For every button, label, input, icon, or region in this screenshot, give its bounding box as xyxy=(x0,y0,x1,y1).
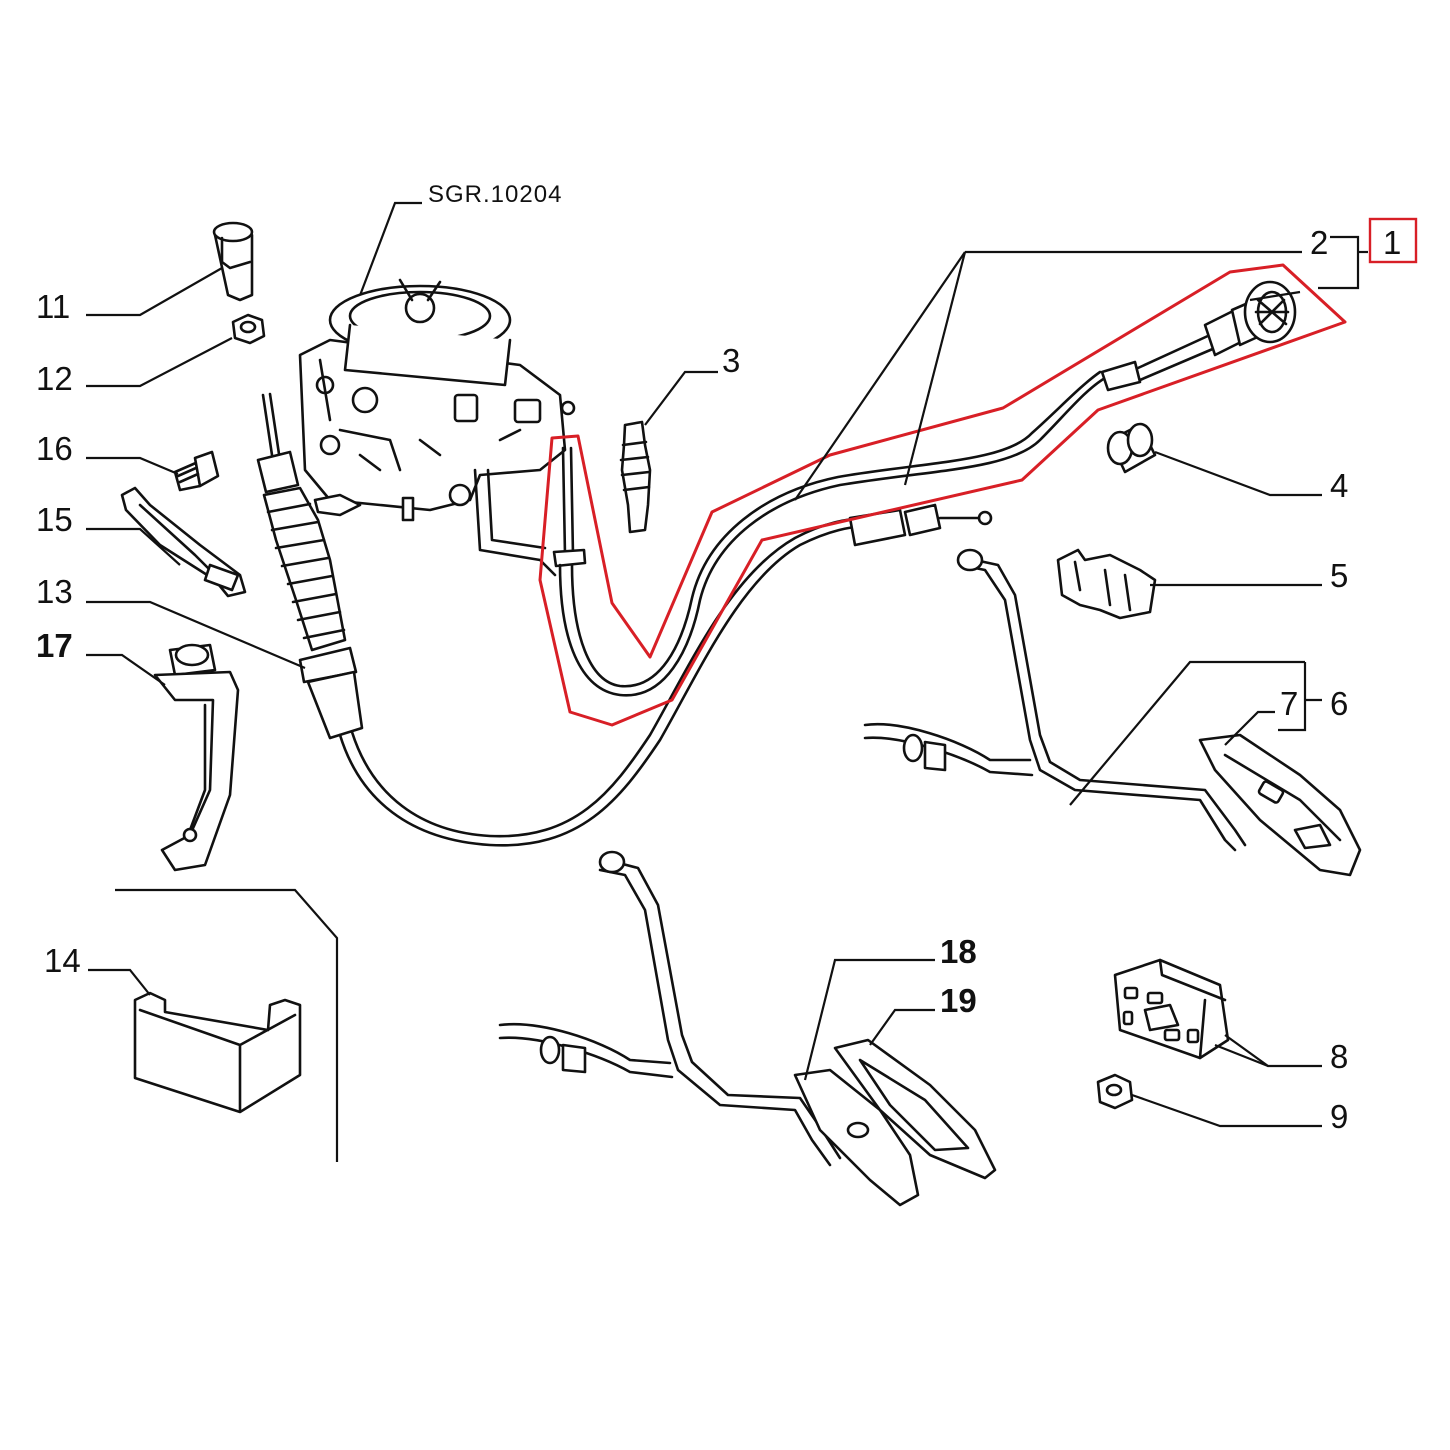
leader-9 xyxy=(1131,1093,1322,1128)
leader-2-a xyxy=(794,251,966,501)
leader-14 xyxy=(88,968,151,996)
label-19: 19 xyxy=(940,982,977,1019)
label-2: 2 xyxy=(1310,224,1328,261)
label-12: 12 xyxy=(36,360,73,397)
leader-17 xyxy=(86,653,166,686)
label-3: 3 xyxy=(722,342,740,379)
label-16: 16 xyxy=(36,430,73,467)
accelerator-cable-lower xyxy=(338,523,872,847)
label-14: 14 xyxy=(44,942,81,979)
leader-8-b xyxy=(1214,1043,1269,1068)
part-14-cover xyxy=(133,991,302,1114)
leader-3 xyxy=(644,370,718,426)
part-15-bracket xyxy=(120,486,247,598)
label-4: 4 xyxy=(1330,467,1348,504)
label-8: 8 xyxy=(1330,1038,1348,1075)
label-7: 7 xyxy=(1280,685,1298,722)
part-11-screw xyxy=(212,221,254,302)
cable-end-fitting xyxy=(848,503,993,547)
label-17: 17 xyxy=(36,627,73,664)
leader-13 xyxy=(86,600,306,670)
leader-8 xyxy=(1224,1034,1322,1068)
part-4-grommet xyxy=(1106,422,1157,474)
highlight-outline xyxy=(538,263,1347,727)
reference-leader xyxy=(343,201,422,336)
part-19-pedal-pad xyxy=(833,1038,997,1180)
cable-assembly-highlighted xyxy=(538,263,1347,727)
leader-6 xyxy=(1069,660,1305,806)
group-bracket-6 xyxy=(1278,662,1307,732)
part-13-cable-bellows xyxy=(256,392,364,740)
label-13: 13 xyxy=(36,573,73,610)
leader-15 xyxy=(86,527,181,566)
part-8-pedal-stop xyxy=(1113,958,1230,1060)
leader-12 xyxy=(86,337,233,388)
reference-code: SGR.10204 xyxy=(428,181,562,208)
carburettor xyxy=(298,278,576,577)
label-18: 18 xyxy=(940,933,977,970)
part-12-nut xyxy=(231,313,266,345)
label-1: 1 xyxy=(1383,224,1401,261)
label-11: 11 xyxy=(36,288,70,325)
label-9: 9 xyxy=(1330,1098,1348,1135)
leader-2-c xyxy=(1249,290,1301,302)
part-16-bolt xyxy=(173,450,220,492)
label-5: 5 xyxy=(1330,557,1348,594)
label-15: 15 xyxy=(36,501,73,538)
part-6-pedal-lever xyxy=(863,548,1247,852)
leader-18 xyxy=(803,958,935,1081)
leader-2-b xyxy=(903,251,967,486)
leader-7 xyxy=(1224,710,1275,746)
part-3-boot xyxy=(619,420,652,534)
part-5-clip xyxy=(1056,548,1157,620)
part-17-support xyxy=(153,643,240,872)
group-bracket-14 xyxy=(115,888,339,1162)
leader-16 xyxy=(86,456,179,476)
part-18-pedal-lever xyxy=(498,850,920,1207)
part-7-pedal-pad xyxy=(1198,733,1362,877)
label-1-box xyxy=(1368,217,1418,264)
label-6: 6 xyxy=(1330,685,1348,722)
leader-4 xyxy=(1154,450,1322,497)
accelerator-cable-lower-edge xyxy=(350,515,870,838)
leader-19 xyxy=(869,1008,935,1046)
leader-11 xyxy=(86,267,223,317)
group-bracket-1 xyxy=(1318,235,1360,290)
part-9-nut xyxy=(1096,1073,1134,1110)
